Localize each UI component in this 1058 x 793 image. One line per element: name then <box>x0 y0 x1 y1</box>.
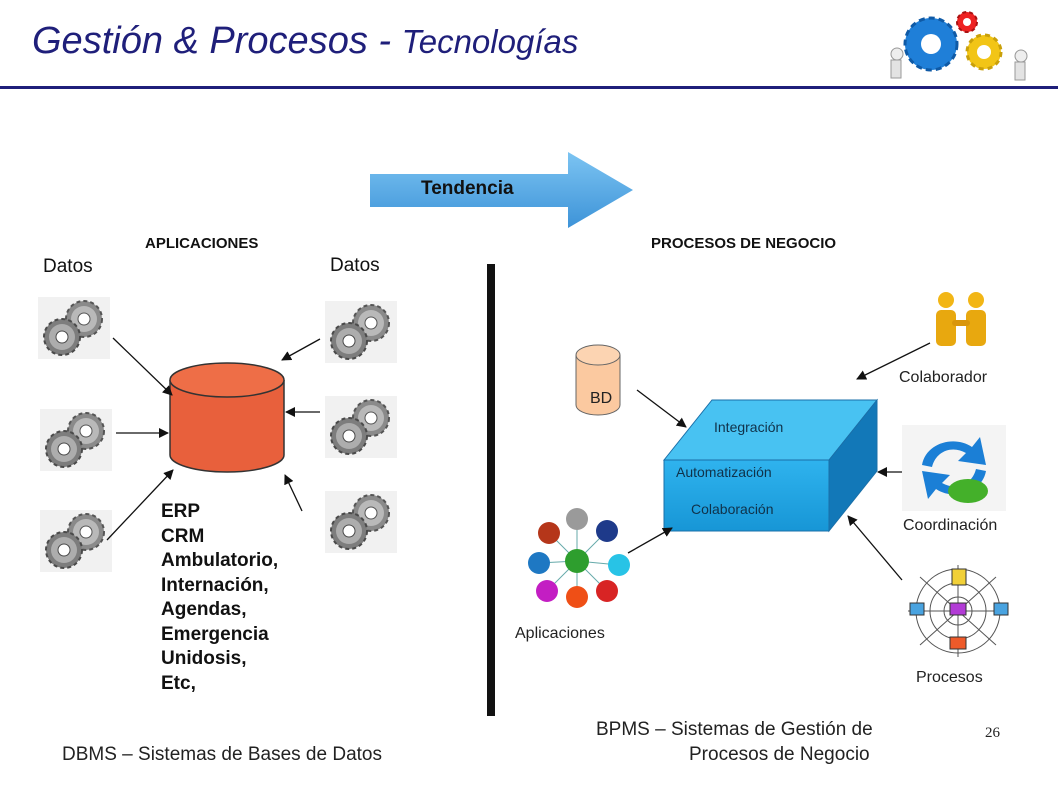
list-item: Internación, <box>161 574 269 596</box>
list-item: CRM <box>161 525 205 547</box>
title-main: Gestión & Procesos - <box>32 20 402 62</box>
list-item: ERP <box>161 501 201 522</box>
trend-label: Tendencia <box>421 178 514 199</box>
applications-header: APLICACIONES <box>145 235 259 252</box>
divider <box>487 264 495 716</box>
sync-arrows-icon <box>902 425 1006 511</box>
page-number: 26 <box>985 725 1000 741</box>
business-processes-header: PROCESOS DE NEGOCIO <box>651 235 837 252</box>
coordinacion-label: Coordinación <box>903 517 998 534</box>
bd-cylinder <box>575 344 621 416</box>
title-rule <box>0 86 1058 89</box>
datos-label-right: Datos <box>330 255 380 276</box>
list-item: Agendas, <box>161 599 247 620</box>
colaborador-label: Colaborador <box>899 369 988 386</box>
handshake-icon <box>936 292 986 346</box>
page-title: Gestión & Procesos - Tecnologías <box>32 20 578 63</box>
bpms-caption-line2: Procesos de Negocio <box>689 744 870 765</box>
aplicaciones-label: Aplicaciones <box>515 625 605 642</box>
cube-label-colaboracion: Colaboración <box>691 501 774 517</box>
bpms-caption-line1: BPMS – Sistemas de Gestión de <box>596 719 873 740</box>
bd-label: BD <box>590 390 613 407</box>
network-icon <box>908 565 1009 657</box>
trend-arrow <box>370 152 633 228</box>
gear-icon-left-3 <box>39 509 113 573</box>
datos-label-left: Datos <box>43 256 93 277</box>
cube-label-integracion: Integración <box>714 419 784 435</box>
gear-icon-right-3 <box>324 490 398 554</box>
procesos-label: Procesos <box>916 669 983 686</box>
database-cylinder <box>169 362 285 473</box>
gears-logo-icon <box>890 11 1028 81</box>
list-item: Ambulatorio, <box>161 550 279 571</box>
gear-icon-left-1 <box>37 296 111 360</box>
process-cube <box>662 398 879 533</box>
erp-wheel-icon <box>528 508 630 608</box>
applications-list: ERP CRM Ambulatorio, Internación, Agenda… <box>161 500 278 696</box>
list-item: Emergencia <box>161 623 269 645</box>
gear-icon-right-1 <box>324 300 398 364</box>
gear-icon-right-2 <box>324 395 398 459</box>
title-sub: Tecnologías <box>401 23 579 60</box>
list-item: Etc, <box>161 672 196 694</box>
dbms-caption: DBMS – Sistemas de Bases de Datos <box>62 744 382 765</box>
gear-icon-left-2 <box>39 408 113 472</box>
list-item: Unidosis, <box>161 648 247 669</box>
cube-label-automatizacion: Automatización <box>676 464 772 480</box>
